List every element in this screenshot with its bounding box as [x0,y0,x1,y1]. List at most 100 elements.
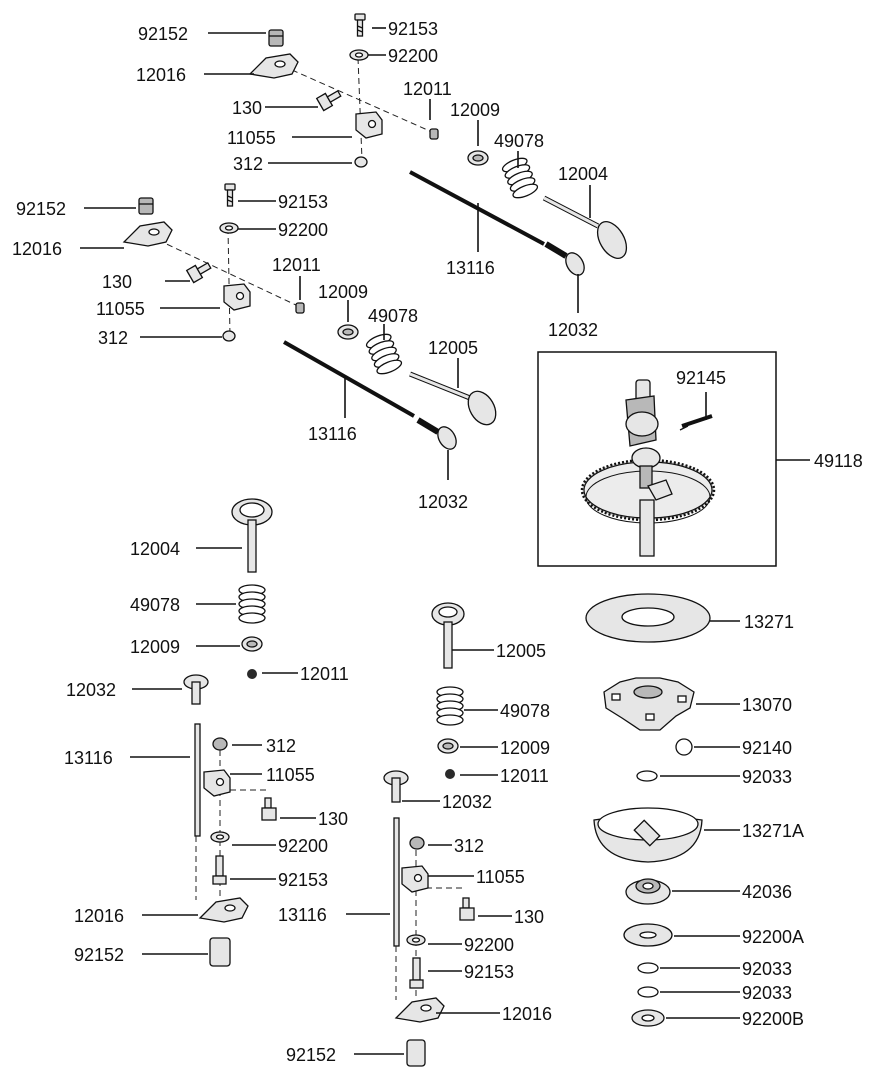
retainer [337,324,359,340]
pivot-bracket [401,865,429,893]
leaders-upper-2 [80,200,459,480]
adjust-bolt [224,183,236,207]
guide-pin [429,128,439,140]
label-11055: 11055 [476,867,525,887]
pivot-bracket [223,283,251,311]
label-12011: 12011 [500,766,549,786]
gear-42036 [625,878,671,905]
label-13116: 13116 [308,424,357,444]
retainer [437,738,459,754]
label-12032: 12032 [418,492,468,512]
label-49118: 49118 [814,451,863,471]
labels-right: 13271 13070 92140 92033 13271A 42036 922… [742,612,804,1029]
cup-13271A [593,807,703,863]
flange-bolt [315,90,342,112]
label-92200: 92200 [464,935,514,955]
labels-upper-2: 92152 12016 92153 92200 130 12011 11055 … [12,192,478,512]
tappet-12032 [544,241,585,276]
label-12032: 12032 [442,792,492,812]
label-92033: 92033 [742,959,792,979]
weight-holder-13070 [603,677,695,731]
tappet-12032 [183,674,209,705]
label-92152: 92152 [16,199,66,219]
label-11055: 11055 [96,299,145,319]
tappet-12032 [416,417,457,450]
label-92153: 92153 [278,870,328,890]
plate-13271 [585,593,711,643]
valve-set-upper-2 [123,183,497,450]
snap-ring-92033 [636,770,658,782]
label-130: 130 [102,272,132,292]
label-312: 312 [266,736,296,756]
label-42036: 42036 [742,882,792,902]
labels-lower-middle: 12005 49078 12009 12011 12032 312 11055 … [278,641,552,1065]
tappet-12032 [383,770,409,803]
label-13271: 13271 [744,612,794,632]
label-12016: 12016 [74,906,124,926]
label-92153: 92153 [388,19,438,39]
label-92152: 92152 [286,1045,336,1065]
label-11055: 11055 [266,765,315,785]
label-49078: 49078 [368,306,418,326]
rocker-arm [395,997,445,1023]
pivot-bracket [355,111,383,139]
label-12009: 12009 [500,738,550,758]
valve-12004 [231,498,273,573]
nut-312 [212,737,228,751]
label-49078: 49078 [130,595,180,615]
label-92152: 92152 [74,945,124,965]
washer-92200A [623,923,673,947]
valve-set-lower-left [183,498,277,967]
washer [210,831,230,843]
nut-312 [354,156,368,168]
nut-312 [222,330,236,342]
valve-set-upper-1 [249,13,628,276]
pivot-nut [209,937,231,967]
push-rod [409,170,545,246]
label-11055: 11055 [227,128,276,148]
label-12009: 12009 [130,637,180,657]
label-312: 312 [233,154,263,174]
adjust-bolt [354,13,366,37]
governor-parts [585,593,711,1027]
label-13116: 13116 [446,258,495,278]
leaders-upper-1 [204,27,591,313]
label-92200: 92200 [278,220,328,240]
adjust-bolt [212,855,227,885]
label-92200A: 92200A [742,927,804,947]
label-12009: 12009 [318,282,368,302]
label-12005: 12005 [496,641,546,661]
valve-spring [436,686,464,726]
cam-gear [580,458,716,557]
label-49078: 49078 [500,701,550,721]
label-13271A: 13271A [742,821,804,841]
leaders-right [660,620,740,1019]
nut-312 [409,836,425,850]
label-130: 130 [318,809,348,829]
label-312: 312 [454,836,484,856]
pivot-nut [268,29,284,47]
guide-pin [295,302,305,314]
label-92153: 92153 [464,962,514,982]
guide-pin [445,769,455,779]
leaders-lower-left [130,547,316,955]
valve-12004 [542,195,628,259]
label-12011: 12011 [272,255,321,275]
washer [406,934,426,946]
label-12016: 12016 [136,65,186,85]
valve-set-lower-middle [383,602,475,1067]
label-92200: 92200 [388,46,438,66]
label-92200: 92200 [278,836,328,856]
camshaft [625,379,673,501]
label-12009: 12009 [450,100,500,120]
label-130: 130 [232,98,262,118]
pivot-bracket [203,769,231,797]
washer [219,222,239,234]
labels-upper-1: 92152 12016 92153 92200 130 12011 11055 … [136,19,608,340]
flange-bolt [459,897,475,921]
label-13070: 13070 [742,695,792,715]
label-49078: 49078 [494,131,544,151]
label-13116: 13116 [278,905,327,925]
leaders-lower-middle [346,649,512,1055]
